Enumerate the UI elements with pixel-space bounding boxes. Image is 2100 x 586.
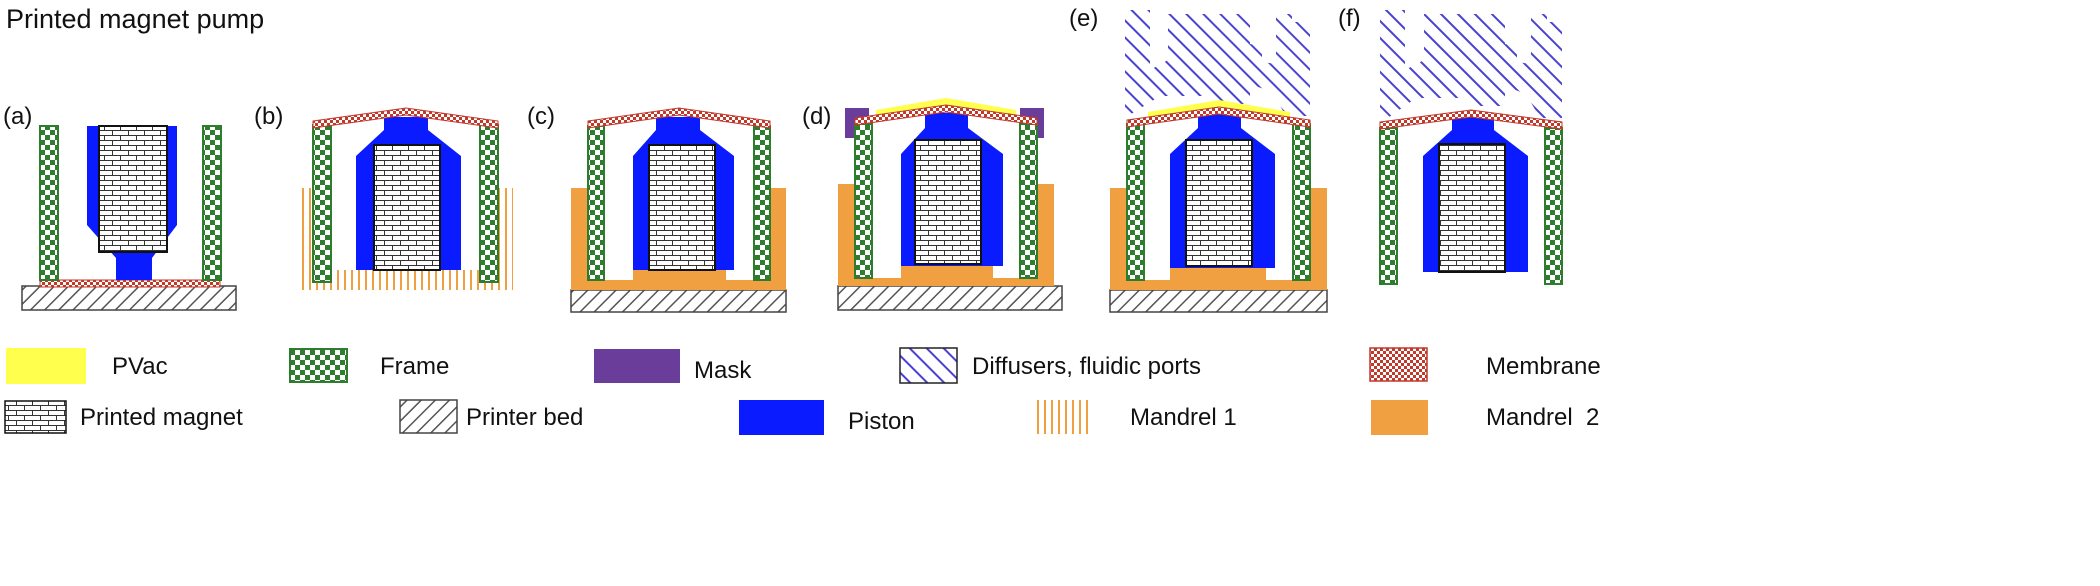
panel-label-b: (b) [254,103,283,130]
frame-right [753,125,771,281]
panel-label-c: (c) [527,103,555,130]
printer-bed [21,285,237,311]
legend-swatch-mandrel-2 [1371,400,1428,435]
printed-magnet [648,144,716,271]
panel-f: (f) [1338,5,1563,285]
diffusers-fluidic-ports [1380,10,1562,120]
legend: PVac Frame Mask Diffusers, fluidic ports… [4,347,1601,435]
panel-b: (b) [254,103,513,290]
page-title: Printed magnet pump [6,4,264,34]
legend-label-mask: Mask [694,357,752,384]
legend-swatch-diffusers [899,347,958,384]
panel-c: (c) [527,103,787,313]
panel-label-e: (e) [1069,5,1098,32]
frame-left [1126,123,1145,281]
legend-swatch-pvac [6,348,86,384]
legend-label-mandrel-1: Mandrel 1 [1130,404,1237,431]
legend-label-diffusers: Diffusers, fluidic ports [972,353,1201,380]
frame-left [312,124,332,283]
pvac-layer [876,98,1016,117]
panel-e: (e) [1069,5,1328,313]
panel-label-f: (f) [1338,5,1361,32]
legend-label-mandrel-2: Mandrel 2 [1486,404,1599,431]
legend-label-pvac: PVac [112,353,168,380]
printer-bed [837,285,1063,311]
membrane [854,104,1038,126]
legend-swatch-printed-magnet [4,400,67,434]
legend-label-printer-bed: Printer bed [466,404,583,431]
frame-left [854,123,873,279]
frame-right [1019,123,1038,279]
mandrel-2 [1110,188,1327,290]
printed-magnet [1438,143,1506,273]
panel-a: (a) [3,103,237,311]
legend-swatch-membrane [1369,347,1428,382]
frame-right [1544,127,1563,285]
legend-swatch-printer-bed [399,399,458,434]
legend-label-frame: Frame [380,353,449,380]
membrane [587,107,771,129]
membrane [1379,109,1563,130]
legend-swatch-mandrel-1 [1034,400,1092,434]
legend-swatch-mask [594,349,680,383]
membrane [39,279,221,288]
printer-bed [1109,289,1328,313]
membrane [312,107,499,129]
frame-right [1292,123,1311,281]
legend-label-printed-magnet: Printed magnet [80,404,243,431]
frame-left [1379,127,1398,285]
printer-bed [570,289,787,313]
panel-label-a: (a) [3,103,32,130]
printed-magnet [373,144,441,271]
frame-left [39,125,59,281]
frame-right [479,124,499,283]
diffusers-fluidic-ports [1125,10,1310,116]
legend-label-piston: Piston [848,408,915,435]
printed-magnet [1185,139,1253,267]
legend-label-membrane: Membrane [1486,353,1601,380]
pvac-layer [1148,100,1290,119]
printed-magnet [914,139,982,265]
legend-swatch-frame [289,348,348,383]
membrane [1126,106,1311,128]
frame-right [202,125,222,281]
frame-left [587,125,605,281]
panel-d: (d) [802,98,1063,311]
panel-label-d: (d) [802,103,831,130]
printed-magnet [98,125,168,253]
legend-swatch-piston [739,400,824,435]
